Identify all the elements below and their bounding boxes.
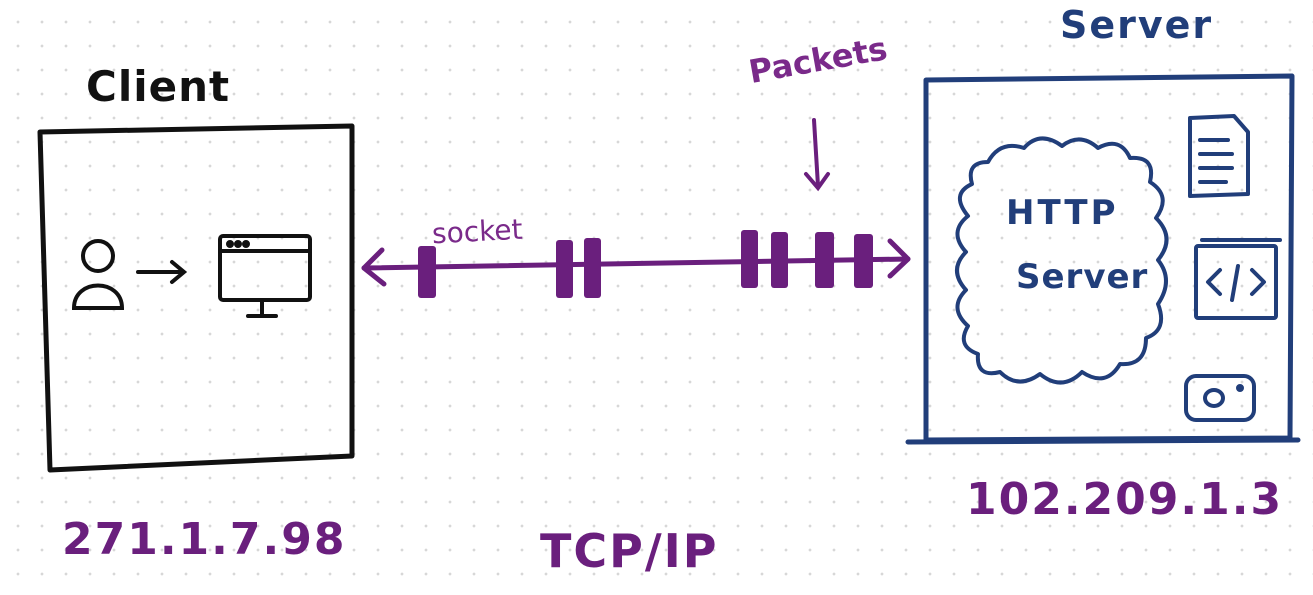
packet bbox=[556, 240, 573, 298]
packet bbox=[741, 230, 758, 288]
packet bbox=[815, 232, 834, 288]
server-ip-address: 102.209.1.3 bbox=[966, 474, 1284, 525]
http-server-label-line1: HTTP bbox=[1006, 193, 1119, 233]
client-ip-address: 271.1.7.98 bbox=[62, 514, 347, 565]
packet bbox=[854, 234, 873, 288]
packets bbox=[556, 230, 873, 298]
protocol-label: TCP/IP bbox=[540, 524, 719, 578]
code-file-icon bbox=[1194, 238, 1282, 320]
browser-window-icon bbox=[218, 234, 312, 318]
arrow-down-icon bbox=[804, 118, 830, 192]
client-box bbox=[37, 123, 355, 473]
packet bbox=[771, 232, 788, 288]
arrow-right-icon bbox=[136, 260, 188, 284]
http-server-label-line2: Server bbox=[1016, 257, 1149, 297]
image-file-icon bbox=[1184, 374, 1256, 422]
socket-marker bbox=[418, 246, 436, 298]
packet bbox=[584, 238, 601, 298]
document-icon bbox=[1188, 114, 1250, 198]
socket-label: socket bbox=[431, 212, 524, 251]
server-base-line bbox=[905, 437, 1301, 445]
client-title: Client bbox=[86, 62, 231, 111]
http-server-cloud bbox=[955, 136, 1169, 385]
user-icon bbox=[71, 239, 125, 310]
server-title: Server bbox=[1060, 3, 1214, 47]
